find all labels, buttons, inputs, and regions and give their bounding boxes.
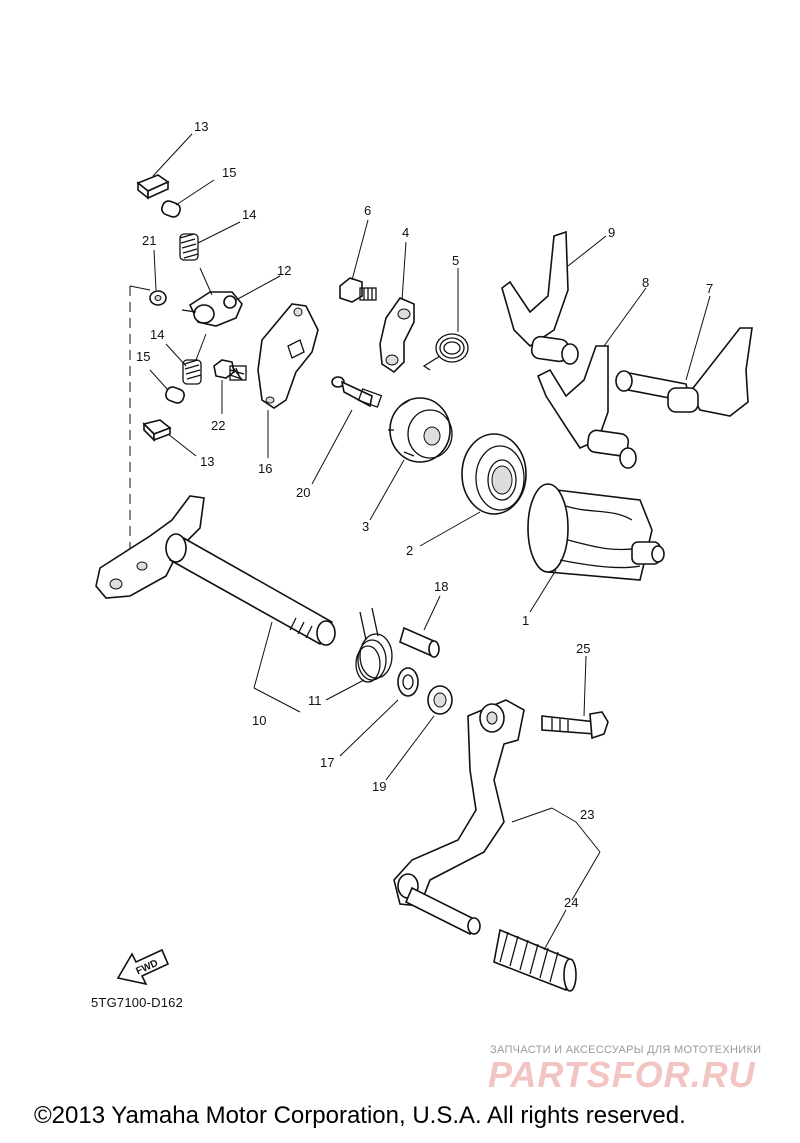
callout-15-top: 15 bbox=[222, 165, 237, 180]
part-24-pedal-rubber bbox=[493, 928, 577, 992]
drawing-code: 5TG7100-D162 bbox=[91, 995, 184, 1010]
part-20-bolt bbox=[331, 376, 383, 408]
part-14-spring-lower bbox=[182, 359, 202, 385]
callout-12: 12 bbox=[277, 263, 292, 278]
callout-4: 4 bbox=[402, 225, 410, 240]
part-21-washer bbox=[149, 290, 167, 306]
part-23-shift-pedal bbox=[393, 699, 525, 936]
callout-5: 5 bbox=[452, 253, 460, 268]
part-8-shift-fork bbox=[536, 345, 637, 469]
callout-20: 20 bbox=[296, 485, 311, 500]
fwd-arrow-icon bbox=[116, 948, 170, 986]
callout-10: 10 bbox=[252, 713, 267, 728]
part-4-shift-guide-lever bbox=[379, 297, 415, 374]
callout-11: 11 bbox=[308, 693, 322, 708]
part-11-return-spring bbox=[355, 607, 393, 683]
callout-16: 16 bbox=[258, 461, 273, 476]
callout-6: 6 bbox=[364, 203, 372, 218]
callout-3: 3 bbox=[362, 519, 370, 534]
part-5-torsion-spring bbox=[422, 333, 469, 371]
callout-23: 23 bbox=[580, 807, 595, 822]
callout-21: 21 bbox=[142, 233, 157, 248]
callout-14-lower: 14 bbox=[150, 327, 165, 342]
callout-2: 2 bbox=[406, 543, 414, 558]
part-13-stopper-lower bbox=[142, 419, 172, 442]
watermark-tagline: ЗАПЧАСТИ И АКСЕССУАРЫ ДЛЯ МОТОТЕХНИКИ bbox=[490, 1044, 762, 1056]
callout-8: 8 bbox=[642, 275, 650, 290]
callout-13-top: 13 bbox=[194, 119, 209, 134]
callout-14-top: 14 bbox=[242, 207, 257, 222]
callout-1: 1 bbox=[522, 613, 530, 628]
part-14-spring-top bbox=[179, 233, 199, 261]
part-6-bolt bbox=[339, 277, 377, 303]
part-2-bearing bbox=[461, 433, 527, 515]
part-13-stopper-top bbox=[136, 174, 170, 200]
callout-18: 18 bbox=[434, 579, 449, 594]
callout-25: 25 bbox=[576, 641, 591, 656]
callout-24: 24 bbox=[564, 895, 579, 910]
part-16-segment-plate bbox=[257, 303, 319, 409]
part-17-washer bbox=[397, 667, 419, 697]
part-7-shift-fork bbox=[615, 327, 753, 417]
part-12-stopper-lever bbox=[181, 291, 243, 327]
callout-13-lower: 13 bbox=[200, 454, 215, 469]
watermark-brand-logo: PARTSFOR.RU bbox=[488, 1054, 756, 1095]
callout-15-lower: 15 bbox=[136, 349, 151, 364]
part-19-oil-seal bbox=[427, 685, 453, 715]
part-22-bolt bbox=[213, 359, 247, 381]
part-1-shift-drum bbox=[527, 483, 665, 581]
part-3-segment bbox=[388, 397, 453, 463]
callout-17: 17 bbox=[320, 755, 335, 770]
callout-22: 22 bbox=[211, 418, 226, 433]
part-15-pin-lower bbox=[165, 386, 185, 404]
part-15-pin-top bbox=[161, 200, 181, 218]
part-18-collar bbox=[399, 626, 440, 658]
part-10-shift-shaft bbox=[95, 495, 336, 646]
copyright-notice: ©2013 Yamaha Motor Corporation, U.S.A. A… bbox=[34, 1102, 686, 1129]
part-25-bolt bbox=[541, 711, 609, 740]
callout-9: 9 bbox=[608, 225, 616, 240]
part-9-shift-fork bbox=[501, 230, 579, 365]
callout-7: 7 bbox=[706, 281, 714, 296]
callout-19: 19 bbox=[372, 779, 387, 794]
